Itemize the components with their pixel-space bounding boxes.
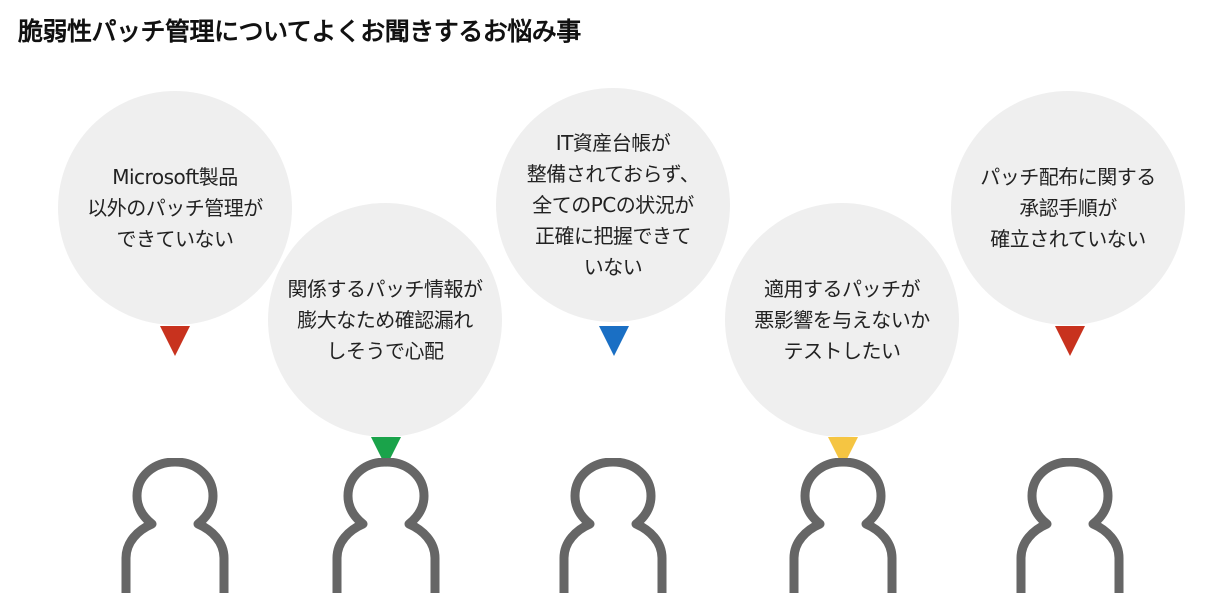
pointer-triangle-blue: [599, 326, 629, 356]
pointer-triangle-red: [1055, 326, 1085, 356]
concern-line: 適用するパッチが: [764, 276, 920, 301]
concern-bubble-4: 適用するパッチが 悪影響を与えないか テストしたい: [725, 203, 959, 437]
concern-line: 以外のパッチ管理が: [87, 195, 263, 220]
concern-line: パッチ配布に関する: [980, 164, 1156, 189]
concern-line: できていない: [116, 226, 234, 251]
concern-line: いない: [583, 254, 643, 279]
concern-line: 悪影響を与えないか: [754, 307, 930, 332]
pointer-triangle-red: [160, 326, 190, 356]
concern-text: 適用するパッチが 悪影響を与えないか テストしたい: [754, 274, 930, 367]
person-icon: [332, 458, 440, 593]
concern-text: Microsoft製品 以外のパッチ管理が できていない: [87, 162, 263, 255]
concern-bubble-5: パッチ配布に関する 承認手順が 確立されていない: [951, 91, 1185, 325]
concern-line: 全てのPCの状況が: [532, 192, 694, 217]
concern-line: Microsoft製品: [112, 164, 238, 189]
concern-line: 正確に把握できて: [535, 223, 691, 248]
concern-line: しそうで心配: [326, 338, 445, 363]
person-icon: [121, 458, 229, 593]
concern-line: IT資産台帳が: [555, 130, 671, 155]
concern-text: 関係するパッチ情報が 膨大なため確認漏れ しそうで心配: [287, 274, 484, 367]
concern-line: テストしたい: [783, 338, 901, 363]
concern-bubble-3: IT資産台帳が 整備されておらず、 全てのPCの状況が 正確に把握できて いない: [496, 88, 730, 322]
concern-line: 整備されておらず、: [526, 161, 700, 186]
person-icon: [559, 458, 667, 593]
concern-bubble-1: Microsoft製品 以外のパッチ管理が できていない: [58, 91, 292, 325]
concern-text: IT資産台帳が 整備されておらず、 全てのPCの状況が 正確に把握できて いない: [527, 128, 700, 283]
concern-line: 膨大なため確認漏れ: [297, 307, 473, 332]
concern-line: 関係するパッチ情報が: [287, 276, 484, 301]
concern-line: 承認手順が: [1019, 195, 1117, 220]
person-icon: [789, 458, 897, 593]
concern-line: 確立されていない: [990, 226, 1146, 251]
concern-bubble-2: 関係するパッチ情報が 膨大なため確認漏れ しそうで心配: [268, 203, 502, 437]
page-title: 脆弱性パッチ管理についてよくお聞きするお悩み事: [18, 17, 581, 46]
person-icon: [1016, 458, 1124, 593]
concern-text: パッチ配布に関する 承認手順が 確立されていない: [980, 162, 1156, 255]
